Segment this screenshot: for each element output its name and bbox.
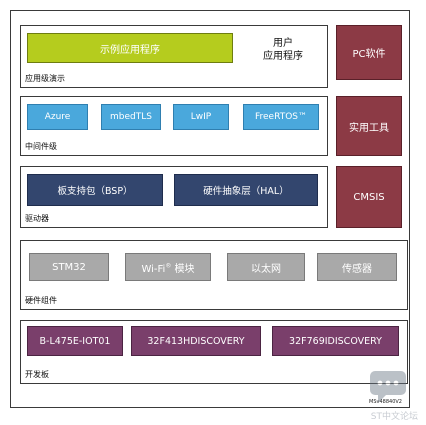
hw-stm32: STM32: [29, 253, 109, 281]
user-app-label-line2: 应用程序: [263, 51, 303, 62]
hw-wifi-module: Wi-Fi® 模块: [125, 253, 211, 281]
layer-application: 示例应用程序 用户 应用程序 应用级演示: [20, 25, 328, 88]
side-utilities-label: 实用工具: [349, 122, 389, 134]
middleware-azure-label: Azure: [44, 112, 71, 122]
driver-hal: 硬件抽象层（HAL）: [174, 174, 318, 206]
hw-wifi-label: Wi-Fi® 模块: [141, 260, 195, 275]
driver-bsp: 板支持包（BSP）: [27, 174, 163, 206]
side-cmsis-label: CMSIS: [353, 191, 385, 203]
layer-label-application: 应用级演示: [25, 74, 65, 83]
watermark-text: ST中文论坛: [370, 412, 418, 422]
architecture-frame: [10, 10, 410, 408]
board-32f413hdiscovery: 32F413HDISCOVERY: [131, 326, 261, 356]
layer-label-drivers: 驱动器: [25, 214, 49, 223]
driver-bsp-label: 板支持包（BSP）: [57, 186, 133, 197]
user-app-box: 用户 应用程序: [245, 32, 321, 68]
board-32f769idiscovery-label: 32F769IDISCOVERY: [289, 335, 382, 347]
hw-sensors: 传感器: [317, 253, 397, 281]
middleware-lwip: LwIP: [173, 104, 229, 130]
middleware-mbedtls-label: mbedTLS: [110, 112, 152, 122]
layer-drivers: 板支持包（BSP） 硬件抽象层（HAL） 驱动器: [20, 166, 328, 228]
middleware-freertos: FreeRTOS™: [243, 104, 319, 130]
side-pc-software: PC软件: [336, 25, 402, 80]
side-cmsis: CMSIS: [336, 166, 402, 228]
board-b-l475e-iot01-label: B-L475E-IOT01: [39, 335, 111, 347]
layer-label-boards: 开发板: [25, 370, 49, 379]
layer-boards: B-L475E-IOT01 32F413HDISCOVERY 32F769IDI…: [20, 320, 408, 384]
middleware-mbedtls: mbedTLS: [101, 104, 161, 130]
board-32f413hdiscovery-label: 32F413HDISCOVERY: [147, 335, 245, 347]
middleware-freertos-label: FreeRTOS™: [255, 112, 307, 122]
side-pc-software-label: PC软件: [352, 49, 386, 60]
layer-label-middleware: 中间件级: [25, 142, 57, 151]
user-app-label-line1: 用户: [273, 38, 293, 49]
chat-bubble-icon: [370, 371, 406, 403]
middleware-azure: Azure: [27, 104, 88, 130]
layer-hardware: STM32 Wi-Fi® 模块 以太网 传感器 硬件组件: [20, 240, 408, 310]
board-b-l475e-iot01: B-L475E-IOT01: [27, 326, 123, 356]
hw-wifi-registered: ®: [165, 262, 172, 270]
layer-label-hardware: 硬件组件: [25, 296, 57, 305]
hw-ethernet-label: 以太网: [251, 263, 281, 275]
demo-app-box: 示例应用程序: [27, 33, 233, 63]
hw-sensors-label: 传感器: [342, 263, 372, 275]
hw-wifi-suffix: 模块: [171, 263, 195, 275]
hw-ethernet: 以太网: [227, 253, 305, 281]
middleware-lwip-label: LwIP: [190, 112, 212, 122]
hw-wifi-text: Wi-Fi: [141, 263, 166, 275]
demo-app-label: 示例应用程序: [100, 44, 160, 56]
hw-stm32-label: STM32: [52, 261, 86, 273]
board-32f769idiscovery: 32F769IDISCOVERY: [272, 326, 399, 356]
side-utilities: 实用工具: [336, 96, 402, 156]
driver-hal-label: 硬件抽象层（HAL）: [203, 186, 289, 197]
doc-id: MSv48840V2: [369, 399, 402, 405]
layer-middleware: Azure mbedTLS LwIP FreeRTOS™ 中间件级: [20, 96, 328, 156]
